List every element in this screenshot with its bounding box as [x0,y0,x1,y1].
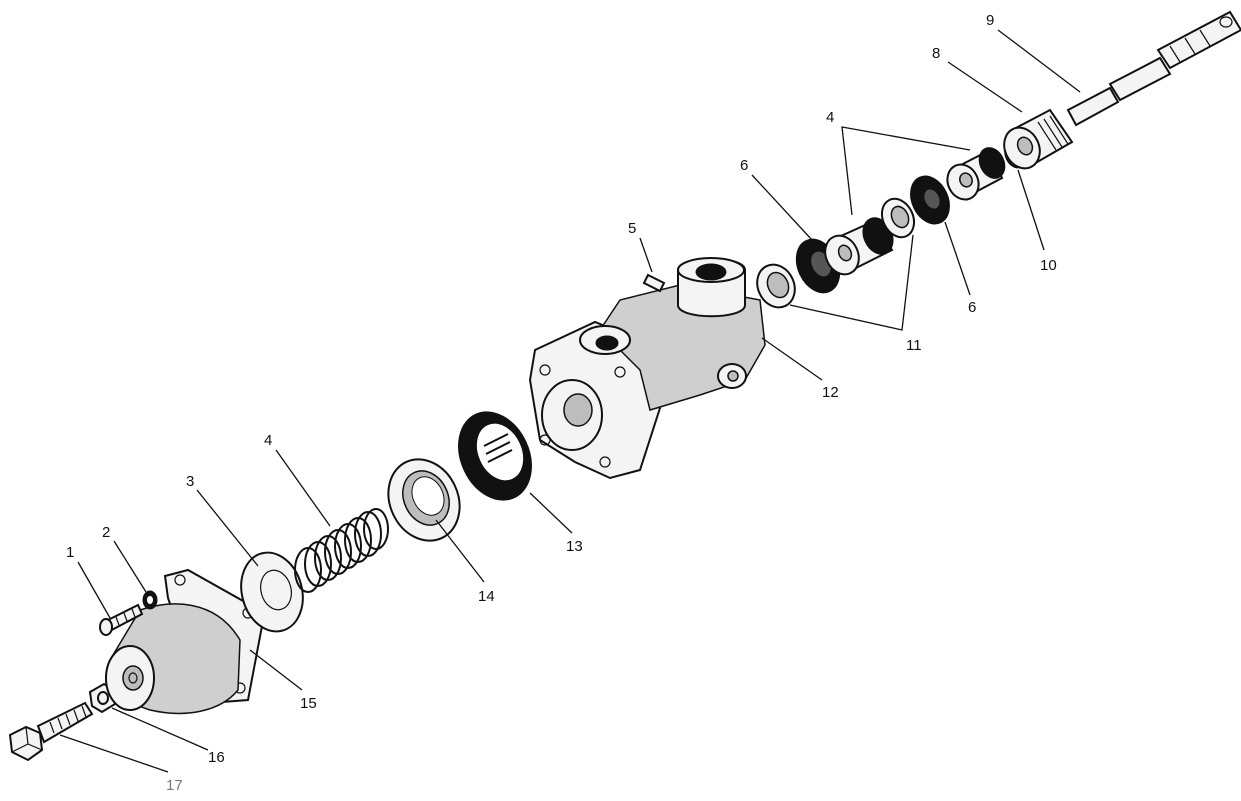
part-13-piston [458,411,532,501]
part-8-plug [1003,108,1074,170]
leader-13 [529,492,573,534]
label-2: 2 [102,524,110,541]
part-3-diaphragm [240,551,304,633]
label-16: 16 [208,749,225,766]
leader-2 [113,540,147,593]
part-12-valve-body [528,257,766,480]
part-15-cover [105,568,264,715]
label-11: 11 [906,337,922,354]
part-2-washer [142,590,158,610]
part-1-screw [99,603,144,636]
leader-lines [59,29,1081,773]
label-1: 1 [66,544,74,561]
leader-6-lower [751,174,813,241]
leader-4-spring [275,449,331,527]
label-14: 14 [478,588,495,605]
part-labels: 1 2 3 4 4 5 6 6 8 9 10 11 12 13 14 15 16… [66,12,1057,794]
part-9-shaft [1066,10,1241,127]
leader-11 [789,234,914,331]
part-6-seal-b [910,175,950,225]
leader-8 [947,61,1023,113]
label-17: 17 [166,777,183,794]
leader-16 [111,707,209,751]
label-4-spring: 4 [264,432,272,449]
leader-5 [639,237,653,273]
part-14-ring [387,458,461,542]
leader-12 [761,337,823,381]
label-6-upper: 6 [968,299,976,316]
leader-17 [59,734,169,773]
part-5-pin [642,273,666,293]
label-4-upper: 4 [826,109,834,126]
label-9: 9 [986,12,994,29]
leader-9 [997,29,1081,93]
part-11-ring-b [880,197,916,239]
part-4-spring [294,508,389,593]
label-8: 8 [932,45,940,62]
label-10: 10 [1040,257,1057,274]
part-17-bolt [8,701,94,762]
leader-4-upper [841,126,971,216]
label-5: 5 [628,220,636,237]
label-3: 3 [186,473,194,490]
label-15: 15 [300,695,317,712]
part-4-sleeve-b [946,147,1006,201]
leader-3 [196,489,259,567]
label-13: 13 [566,538,583,555]
leader-10 [1017,169,1045,251]
label-6-lower: 6 [740,157,748,174]
leader-6-upper [944,221,971,296]
label-12: 12 [822,384,839,401]
leader-14 [435,519,485,583]
part-11-ring-a [756,263,796,309]
leader-1 [77,561,111,619]
leader-15 [249,649,303,691]
